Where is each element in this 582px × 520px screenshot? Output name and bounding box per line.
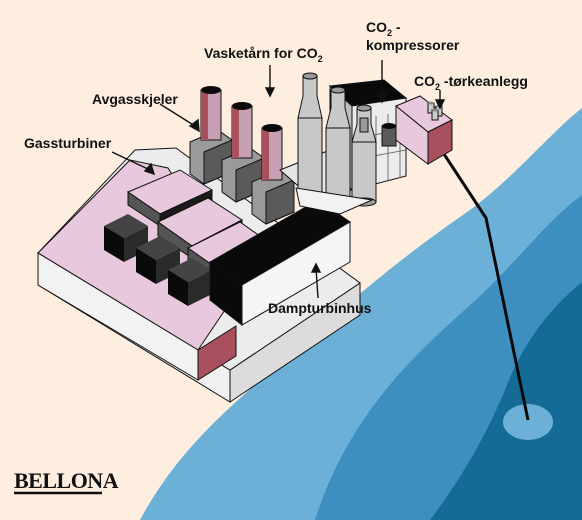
label-co2-compressor: CO2 -: [366, 19, 401, 38]
label-steam-turbine-house: Dampturbinhus: [268, 300, 372, 316]
label-scrubber-tower: Vasketårn for CO2: [204, 45, 323, 64]
label-compressor-line2: kompressorer: [366, 37, 460, 53]
compressor-units: [359, 117, 397, 147]
sea: [140, 108, 582, 520]
label-gas-turbines: Gassturbiner: [24, 135, 112, 151]
boiler-3: [251, 124, 295, 225]
injection-well: [503, 404, 553, 440]
generator-blocks: [104, 214, 212, 306]
label-co2-dryer: CO2 -tørkeanlegg: [414, 73, 528, 92]
scrubber-tower-1: [297, 72, 323, 201]
label-exhaust-boilers: Avgasskjeler: [92, 91, 178, 107]
co2-pipeline: [438, 147, 530, 421]
steam-turbine-house: [209, 199, 351, 327]
co2-dryer-unit: [395, 95, 453, 165]
sea-deep: [430, 282, 582, 520]
scrubber-towers: [295, 72, 377, 215]
connecting-pipework: [295, 187, 374, 215]
exhaust-boilers: [189, 86, 295, 225]
logo-text: BELLONA: [14, 468, 119, 493]
label-arrows: [111, 60, 446, 299]
bellona-logo: BELLONA: [14, 468, 119, 495]
